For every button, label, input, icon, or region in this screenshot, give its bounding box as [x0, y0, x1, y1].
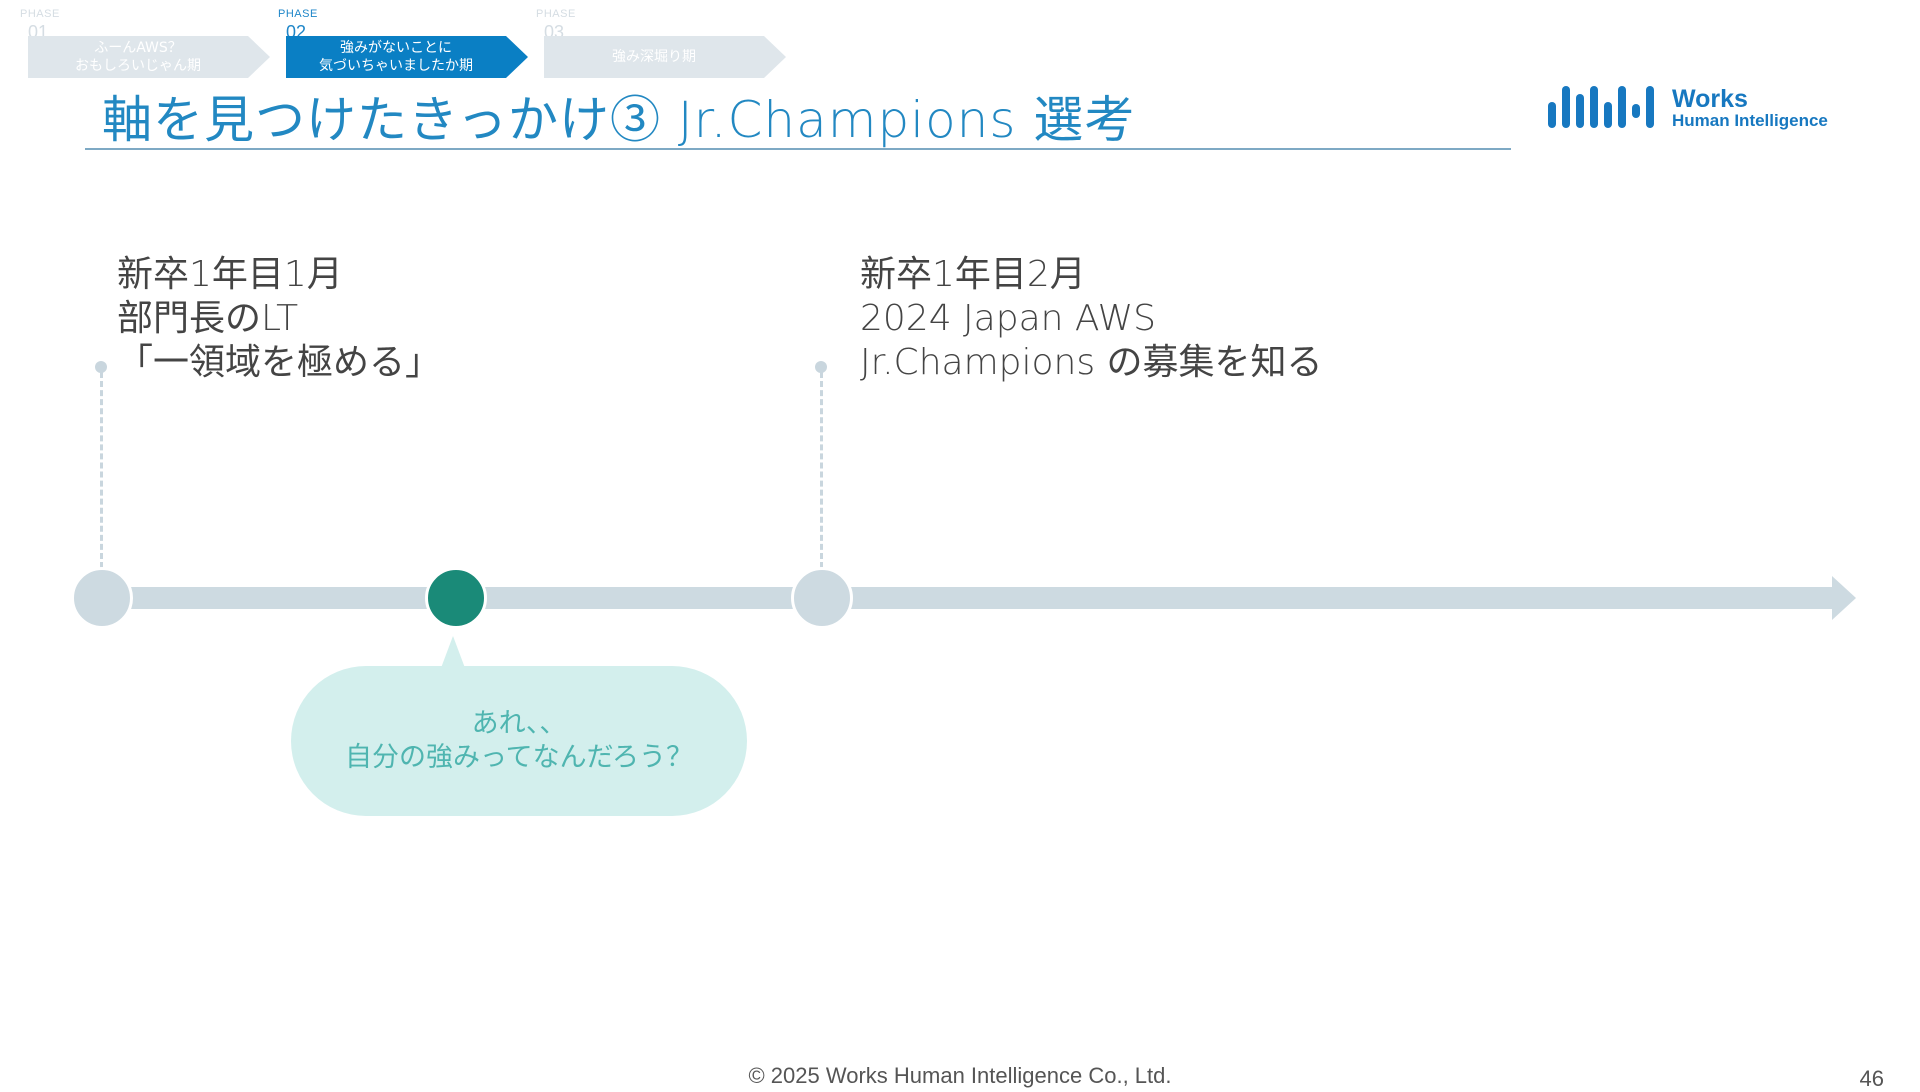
logo-text-hi: Human Intelligence: [1672, 111, 1828, 130]
thought-bubble: あれ、、 自分の強みってなんだろう？: [291, 666, 747, 816]
phase-chevron-label: 強みがないことに 気づいちゃいましたか期: [286, 36, 528, 78]
logo-text-works: Works: [1672, 85, 1748, 113]
timeline-bar: [100, 587, 1840, 609]
event-2-dot: [815, 361, 827, 373]
title-underline: [85, 148, 1511, 150]
event-2-connector: [820, 372, 823, 568]
company-logo: Works Human Intelligence: [1548, 85, 1828, 130]
bubble-tail: [441, 636, 465, 668]
phase-chevron-label: 強み深堀り期: [544, 36, 786, 78]
timeline-node-current: [425, 567, 487, 629]
timeline-arrowhead: [1832, 576, 1856, 620]
phase-chevron-label: ふーんAWS？ おもしろいじゃん期: [28, 36, 270, 78]
timeline-node-1: [71, 567, 133, 629]
event-1-connector: [100, 372, 103, 568]
slide-title: 軸を見つけたきっかけ③ Jr.Champions 選考: [102, 91, 1136, 149]
event-1-text: 新卒1年目1月 部門長のLT 「一領域を極める」: [117, 254, 442, 383]
event-1-dot: [95, 361, 107, 373]
event-2-text: 新卒1年目2月 2024 Japan AWS Jr.Champions の募集を…: [860, 254, 1323, 383]
phase-label: PHASE: [536, 8, 576, 20]
phase-label: PHASE: [20, 8, 60, 20]
timeline-node-2: [791, 567, 853, 629]
phase-label: PHASE: [278, 8, 318, 20]
copyright-footer: © 2025 Works Human Intelligence Co., Ltd…: [748, 1063, 1172, 1088]
page-number: 46: [1859, 1066, 1884, 1091]
